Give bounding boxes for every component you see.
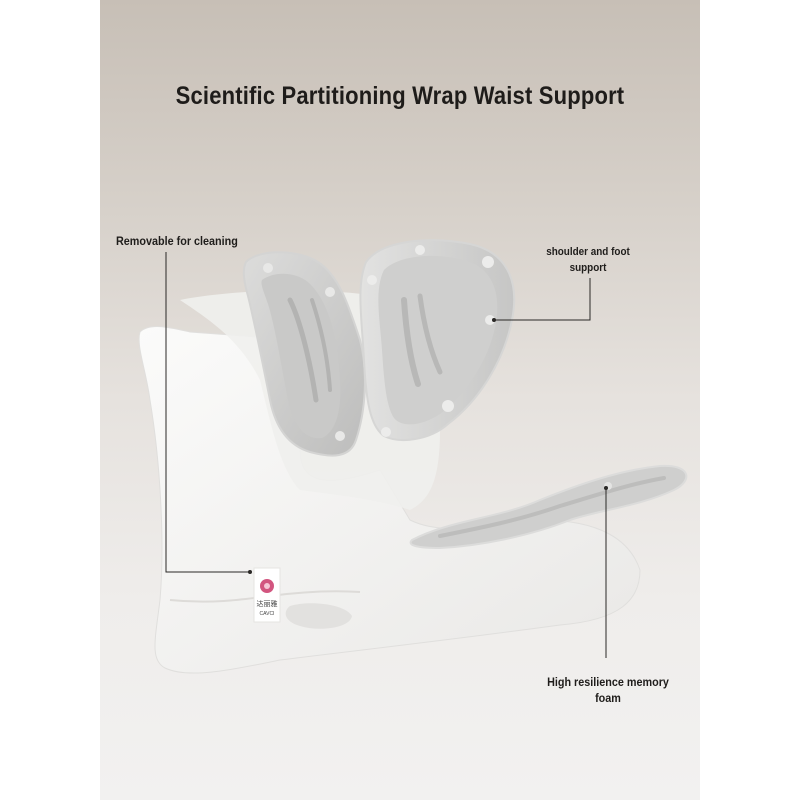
callout-removable: Removable for cleaning [116,234,238,248]
callout-shoulder-line2: support [569,262,607,274]
memory-foam-seat-strip [409,464,688,550]
logo-text-line1: 达丽雅 [257,599,278,608]
callout-shoulder-line1: shoulder and foot [546,246,630,258]
callout-leader-lines [165,252,607,658]
brand-logo-tag: 达丽雅 CAVCI [253,567,281,623]
leader-dot-shoulder [492,318,496,322]
waist-pad-left [242,251,366,457]
logo-text-line2: CAVCI [260,611,275,617]
leader-dot-removable [248,570,252,574]
leader-removable [165,252,250,573]
left-white-band [0,0,100,800]
leader-shoulder [494,278,591,321]
callout-shoulder: shoulder and foot support [545,244,631,276]
back-pad-right [359,239,516,441]
leader-dot-foam [604,486,608,490]
page-title: Scientific Partitioning Wrap Waist Suppo… [175,82,625,110]
callout-foam: High resilience memory foam [547,675,669,705]
right-white-band [700,0,800,800]
